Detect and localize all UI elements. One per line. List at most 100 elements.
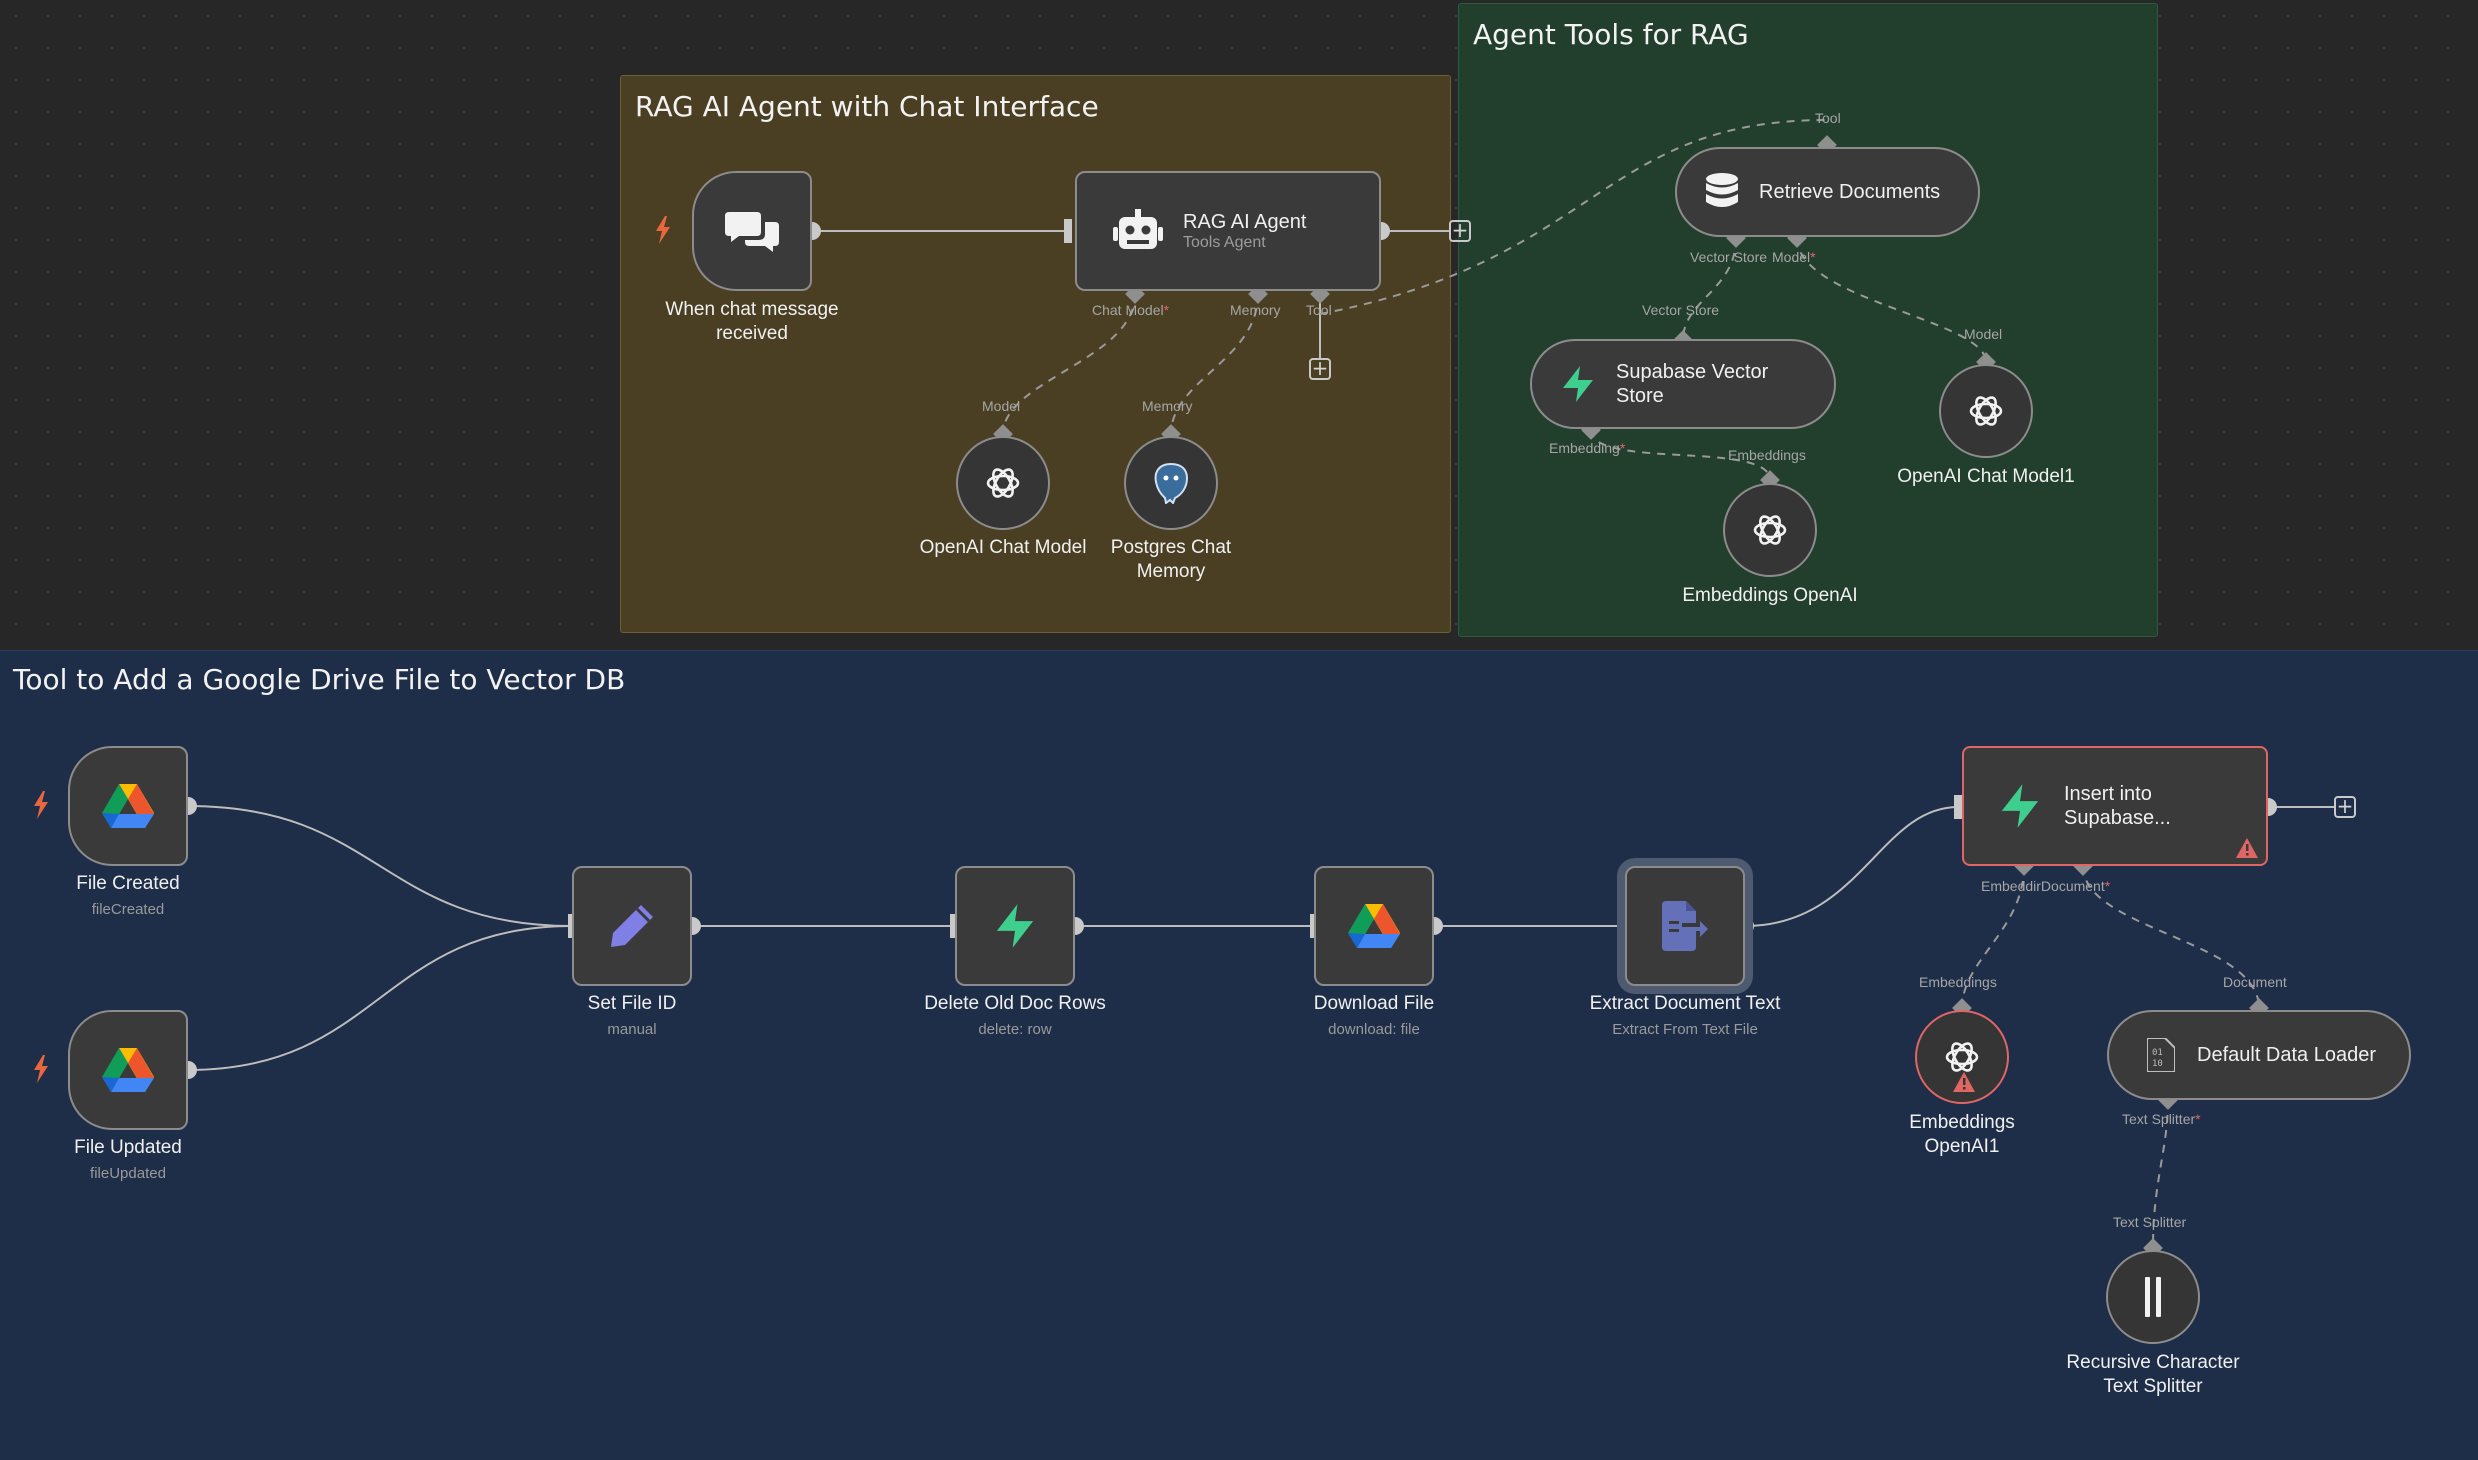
node-set-file-id-label: Set File ID — [587, 993, 677, 1014]
add-node-button-insert[interactable]: + — [2334, 796, 2356, 818]
node-extract-document-text[interactable] — [1625, 866, 1745, 986]
node-postgres-chat-memory-label: Postgres Chat Memory — [1110, 537, 1232, 582]
node-file-updated-label: File Updated — [74, 1137, 182, 1158]
node-openai-chat-model[interactable] — [956, 436, 1050, 530]
node-default-data-loader[interactable]: 01 10 Default Data Loader — [2107, 1010, 2411, 1100]
trigger-bolt-icon — [34, 791, 48, 819]
node-download-file-label: Download File — [1313, 993, 1435, 1014]
edge-extract-insert — [1744, 806, 1959, 927]
port-label-vector-store: Vector Store — [1690, 249, 1768, 265]
add-node-button-agent[interactable]: + — [1449, 220, 1471, 242]
node-openai-chat-model-label: OpenAI Chat Model — [919, 537, 1087, 558]
node-set-file-id[interactable] — [572, 866, 692, 986]
google-drive-icon — [102, 784, 154, 828]
svg-text:10: 10 — [2152, 1059, 2163, 1069]
port-label-document-in: Document — [2223, 974, 2287, 990]
node-embeddings-openai[interactable] — [1723, 483, 1817, 577]
node-default-data-loader-title: Default Data Loader — [2197, 1044, 2377, 1066]
port-label-chat-model: Chat Model* — [1092, 302, 1170, 318]
edge-model1-dashed — [1796, 237, 1987, 363]
edge-document-dashed — [2082, 865, 2260, 1009]
port-label-embeddings-in: Embeddings — [1919, 974, 1997, 990]
port-label-tool: Tool — [1306, 302, 1332, 318]
openai-icon — [1969, 396, 2003, 426]
node-recursive-character-text-splitter[interactable] — [2106, 1250, 2200, 1344]
edge-file-created — [187, 805, 573, 927]
node-chat-trigger-label: When chat message received — [665, 299, 839, 344]
port-label-memory: Memory — [1230, 302, 1281, 318]
node-file-created[interactable] — [68, 746, 188, 866]
supabase-icon — [1563, 366, 1593, 402]
sticky-rag-agent[interactable]: RAG AI Agent with Chat Interface — [620, 75, 1451, 633]
database-icon — [1706, 173, 1738, 207]
node-retrieve-documents-title: Retrieve Documents — [1759, 181, 1941, 203]
node-openai-chat-model1-label: OpenAI Chat Model1 — [1897, 466, 2075, 487]
node-recursive-character-text-splitter-label: Recursive Character Text Splitter — [2066, 1352, 2240, 1397]
file-export-icon — [1662, 901, 1708, 951]
postgres-icon — [1154, 462, 1189, 504]
node-file-updated[interactable] — [68, 1010, 188, 1130]
warning-icon — [2236, 838, 2258, 858]
port-label-embeddings: Embeddings — [1728, 447, 1806, 463]
node-file-created-subtitle: fileCreated — [91, 901, 165, 918]
node-rag-ai-agent-subtitle: Tools Agent — [1183, 234, 1266, 251]
port-label-model-required: Model* — [1772, 249, 1816, 265]
port-label-embedding-doc: EmbeddirDocument* — [1981, 878, 2111, 894]
edge-splitter-dashed — [2152, 1099, 2169, 1249]
node-delete-old-doc-rows-subtitle: delete: row — [978, 1021, 1052, 1038]
edge-vector-dashed — [1682, 237, 1737, 341]
add-tool-button[interactable]: + — [1309, 358, 1331, 380]
node-set-file-id-subtitle: manual — [607, 1021, 657, 1038]
openai-icon — [1945, 1042, 1979, 1072]
edge-embedding-dashed — [1590, 429, 1771, 481]
supabase-icon — [2001, 784, 2039, 828]
node-chat-trigger[interactable] — [692, 171, 812, 291]
node-rag-ai-agent-title: RAG AI Agent — [1183, 211, 1307, 233]
node-delete-old-doc-rows[interactable] — [955, 866, 1075, 986]
node-postgres-chat-memory[interactable] — [1124, 436, 1218, 530]
port-label-text-splitter: Text Splitter* — [2122, 1111, 2201, 1127]
chat-bubbles-icon — [725, 212, 779, 252]
port-label-embedding: Embedding* — [1549, 440, 1626, 456]
node-file-created-label: File Created — [76, 873, 180, 894]
node-retrieve-documents[interactable]: Retrieve Documents — [1675, 147, 1980, 237]
port-label-model: Model — [982, 398, 1021, 414]
node-insert-into-supabase[interactable]: Insert into Supabase... — [1962, 746, 2268, 866]
warning-icon — [1953, 1072, 1975, 1092]
binary-file-icon: 01 10 — [2147, 1038, 2175, 1072]
port-label-tool-in: Tool — [1815, 110, 1841, 126]
port-label-text-splitter-in: Text Splitter — [2113, 1214, 2187, 1230]
port-label-model-in: Model — [1964, 326, 2003, 342]
node-file-updated-subtitle: fileUpdated — [90, 1165, 166, 1182]
edge-embeddir-dashed — [1961, 865, 2025, 1009]
node-supabase-vector-store[interactable]: Supabase Vector Store — [1530, 339, 1836, 429]
google-drive-icon — [102, 1048, 154, 1092]
node-download-file-subtitle: download: file — [1328, 1021, 1420, 1038]
trigger-bolt-icon — [656, 216, 670, 244]
node-extract-document-text-label: Extract Document Text — [1589, 993, 1781, 1014]
node-openai-chat-model1[interactable] — [1939, 364, 2033, 458]
node-embeddings-openai1[interactable] — [1915, 1010, 2009, 1104]
splitter-icon — [2145, 1277, 2161, 1317]
openai-icon — [1753, 515, 1787, 545]
node-extract-document-text-subtitle: Extract From Text File — [1612, 1021, 1758, 1038]
edge-model-dashed — [1002, 293, 1136, 435]
port-label-memory-in: Memory — [1142, 398, 1193, 414]
edge-tool-dashed — [1319, 119, 1828, 315]
node-delete-old-doc-rows-label: Delete Old Doc Rows — [924, 993, 1106, 1014]
openai-icon — [986, 468, 1020, 498]
trigger-bolt-icon — [34, 1055, 48, 1083]
sticky-title-rag-agent: RAG AI Agent with Chat Interface — [635, 90, 1099, 123]
node-embeddings-openai1-label: Embeddings OpenAI1 — [1909, 1112, 2015, 1157]
google-drive-icon — [1348, 904, 1400, 948]
edge-file-updated — [187, 925, 573, 1071]
robot-icon — [1113, 209, 1163, 249]
sticky-title-gdrive-tool: Tool to Add a Google Drive File to Vecto… — [13, 663, 626, 696]
sticky-title-agent-tools: Agent Tools for RAG — [1473, 18, 1749, 51]
supabase-icon — [996, 904, 1034, 948]
node-download-file[interactable] — [1314, 866, 1434, 986]
edge-memory-dashed — [1170, 293, 1259, 435]
node-rag-ai-agent[interactable]: RAG AI Agent Tools Agent — [1075, 171, 1381, 291]
svg-text:01: 01 — [2152, 1048, 2163, 1058]
node-embeddings-openai-label: Embeddings OpenAI — [1682, 585, 1858, 606]
